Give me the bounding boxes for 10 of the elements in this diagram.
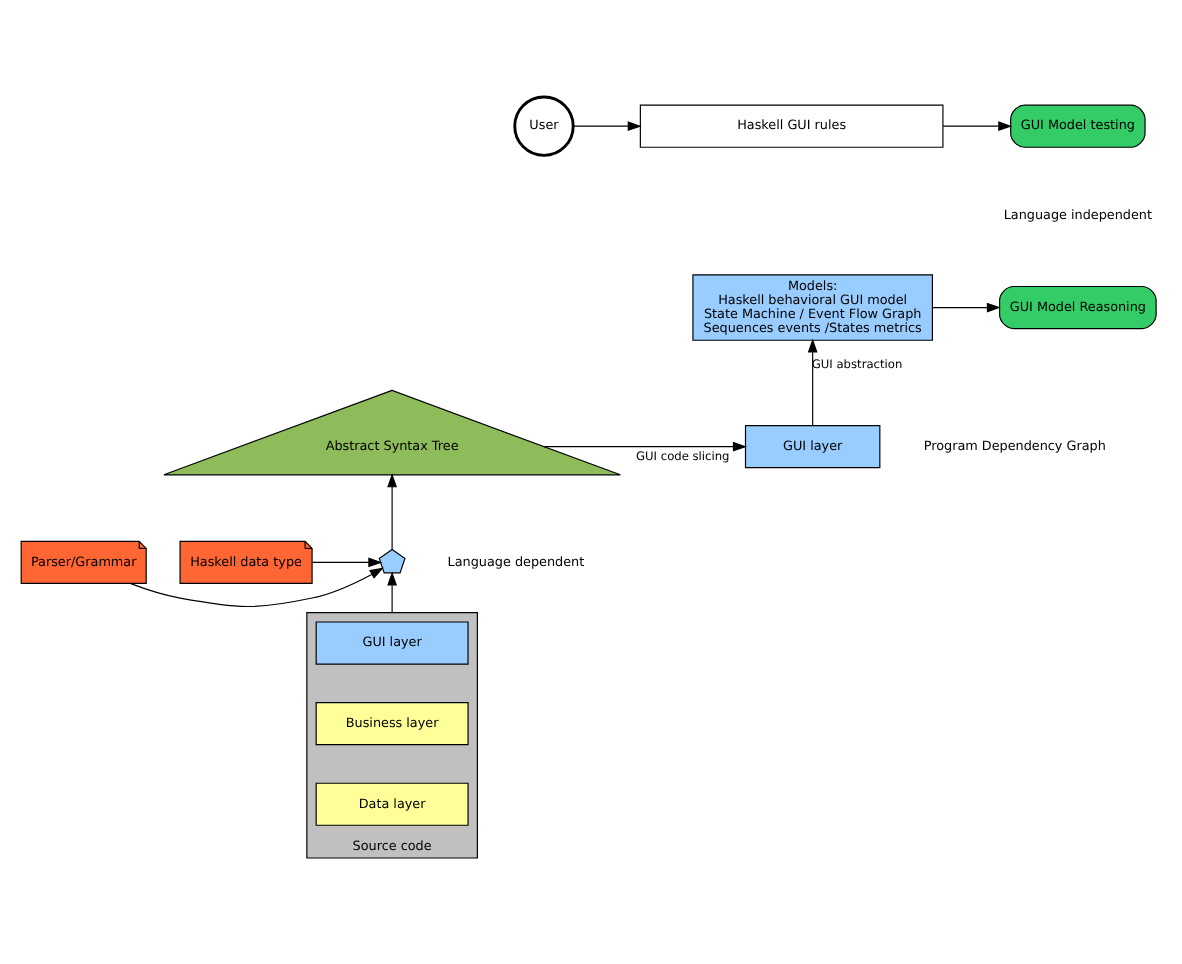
arrow [387, 473, 398, 551]
arrow [572, 121, 642, 132]
arrow [311, 557, 383, 568]
node-pentagon [378, 548, 406, 574]
arrow [543, 441, 747, 452]
arrow [130, 567, 384, 608]
arrow [387, 571, 398, 614]
arrow [942, 121, 1013, 132]
arrow [807, 338, 818, 427]
arrow [932, 302, 1001, 313]
